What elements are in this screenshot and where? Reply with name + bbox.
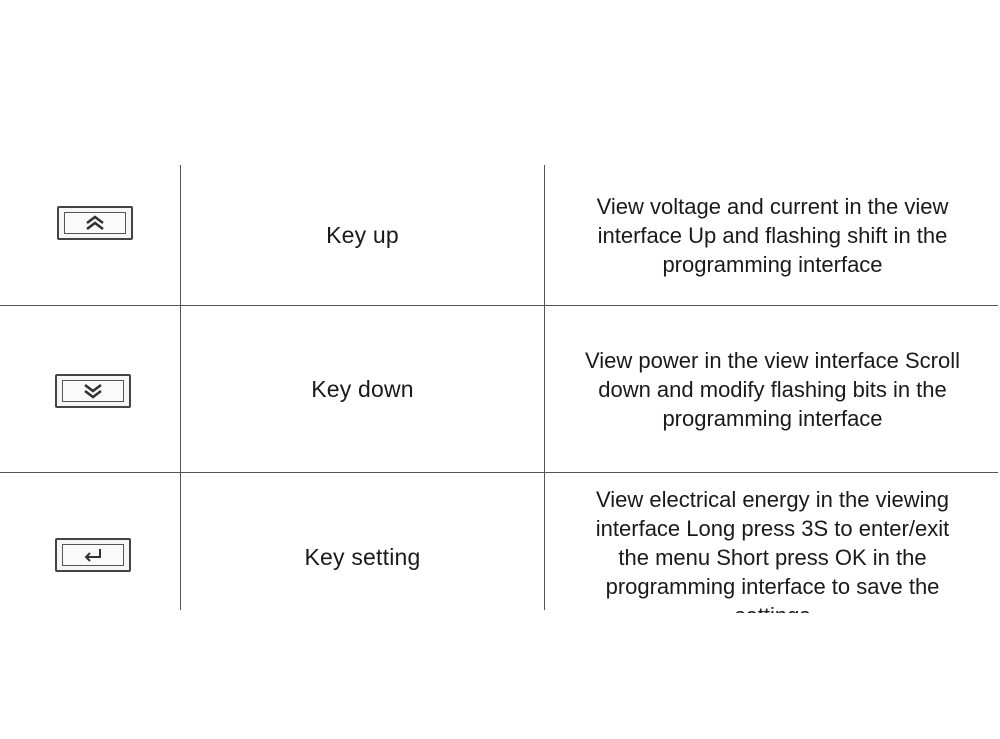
key-description: View electrical energy in the viewing in… (545, 473, 1000, 613)
column-divider-1 (180, 165, 181, 610)
key-up-button (57, 206, 133, 240)
description-line: the menu Short press OK in the (618, 545, 927, 570)
double-chevron-down-icon (84, 383, 102, 399)
description-line: programming interface (662, 405, 883, 431)
description-line: interface Long press 3S to enter/exit (595, 516, 950, 541)
double-chevron-up-icon (86, 215, 104, 231)
enter-return-icon (84, 549, 101, 562)
key-description: View voltage and current in the view int… (545, 165, 1000, 305)
key-down-button (55, 374, 131, 408)
key-name: Key down (311, 375, 414, 402)
key-name: Key setting (304, 543, 421, 570)
description-line: programming interface (662, 251, 883, 277)
description-line: View power in the view interface Scroll (585, 347, 960, 373)
description-line: programming interface to save the (605, 574, 940, 599)
key-description: View power in the view interface Scroll … (545, 306, 1000, 472)
description-line: View electrical energy in the viewing (596, 487, 949, 512)
description-line: interface Up and flashing shift in the (597, 222, 948, 248)
description-line: settings (545, 601, 1000, 613)
key-setting-button (55, 538, 131, 572)
description-line: View voltage and current in the view (596, 193, 949, 219)
row-divider-1 (0, 305, 998, 306)
column-divider-2 (544, 165, 545, 610)
description-line: down and modify flashing bits in the (598, 376, 947, 402)
key-name: Key up (326, 221, 399, 248)
row-divider-2 (0, 472, 998, 473)
